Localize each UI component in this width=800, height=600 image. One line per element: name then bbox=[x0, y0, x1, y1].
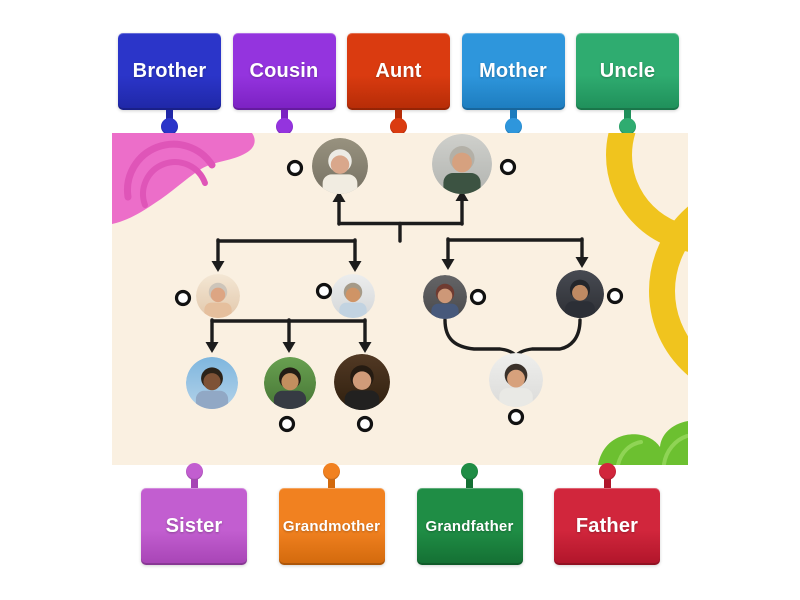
label-text-aunt: Aunt bbox=[375, 60, 422, 82]
tree-connector-lines bbox=[205, 190, 589, 358]
photo-grandmother bbox=[312, 138, 368, 194]
photo-aunt bbox=[423, 275, 467, 319]
photo-cousin bbox=[489, 353, 543, 407]
drop-point-mother[interactable] bbox=[174, 289, 192, 307]
label-tile-grandfather[interactable]: Grandfather bbox=[416, 463, 523, 565]
label-stem-uncle bbox=[624, 110, 631, 121]
photo-daughter-1 bbox=[186, 357, 238, 409]
yellow-rings-decoration bbox=[606, 133, 688, 376]
label-knob-uncle bbox=[619, 118, 636, 135]
label-tile-sister[interactable]: Sister bbox=[141, 463, 247, 565]
label-stem-grandfather bbox=[466, 477, 473, 488]
label-tile-cousin[interactable]: Cousin bbox=[232, 33, 336, 135]
label-text-sister: Sister bbox=[165, 515, 223, 537]
photo-grandfather bbox=[432, 134, 492, 194]
label-text-father: Father bbox=[575, 515, 639, 537]
label-knob-aunt bbox=[390, 118, 407, 135]
label-tile-grandmother[interactable]: Grandmother bbox=[278, 463, 385, 565]
label-knob-brother bbox=[161, 118, 178, 135]
label-stem-father bbox=[603, 477, 611, 488]
label-stem-brother bbox=[166, 110, 173, 121]
drop-point-uncle[interactable] bbox=[606, 287, 624, 305]
family-tree-diagram bbox=[112, 133, 688, 465]
label-knob-sister bbox=[185, 463, 203, 480]
label-tile-aunt[interactable]: Aunt bbox=[347, 33, 450, 135]
label-tile-brother[interactable]: Brother bbox=[118, 33, 221, 135]
label-tile-father[interactable]: Father bbox=[554, 463, 660, 565]
drop-point-grandmother[interactable] bbox=[286, 159, 304, 177]
label-tile-mother[interactable]: Mother bbox=[461, 33, 565, 135]
photo-son bbox=[264, 357, 316, 409]
drop-point-cousin[interactable] bbox=[507, 408, 525, 426]
label-knob-grandfather bbox=[461, 463, 478, 480]
label-text-mother: Mother bbox=[479, 60, 547, 82]
pink-blob-decoration bbox=[112, 133, 255, 224]
label-stem-sister bbox=[190, 477, 198, 488]
label-stem-aunt bbox=[395, 110, 402, 121]
label-knob-father bbox=[598, 463, 616, 480]
drop-point-grandfather[interactable] bbox=[499, 158, 517, 176]
family-tree-board bbox=[112, 133, 688, 465]
photo-uncle bbox=[556, 270, 604, 318]
label-text-grandfather: Grandfather bbox=[425, 518, 514, 535]
photo-daughter-2 bbox=[334, 354, 390, 410]
drop-point-father[interactable] bbox=[315, 282, 333, 300]
green-leaf-decoration bbox=[598, 421, 688, 465]
label-tile-uncle[interactable]: Uncle bbox=[576, 33, 679, 135]
label-knob-cousin bbox=[275, 118, 293, 135]
label-knob-grandmother bbox=[323, 463, 340, 480]
photo-father bbox=[331, 274, 375, 318]
label-knob-mother bbox=[504, 118, 522, 135]
label-text-brother: Brother bbox=[132, 60, 207, 82]
label-stem-cousin bbox=[280, 110, 288, 121]
drop-point-daughter[interactable] bbox=[356, 415, 374, 433]
label-stem-mother bbox=[509, 110, 517, 121]
label-text-grandmother: Grandmother bbox=[282, 518, 381, 535]
drop-point-son[interactable] bbox=[278, 415, 296, 433]
photo-mother bbox=[196, 274, 240, 318]
label-text-cousin: Cousin bbox=[249, 60, 319, 82]
drop-point-aunt[interactable] bbox=[469, 288, 487, 306]
label-stem-grandmother bbox=[328, 477, 335, 488]
label-text-uncle: Uncle bbox=[599, 60, 656, 82]
